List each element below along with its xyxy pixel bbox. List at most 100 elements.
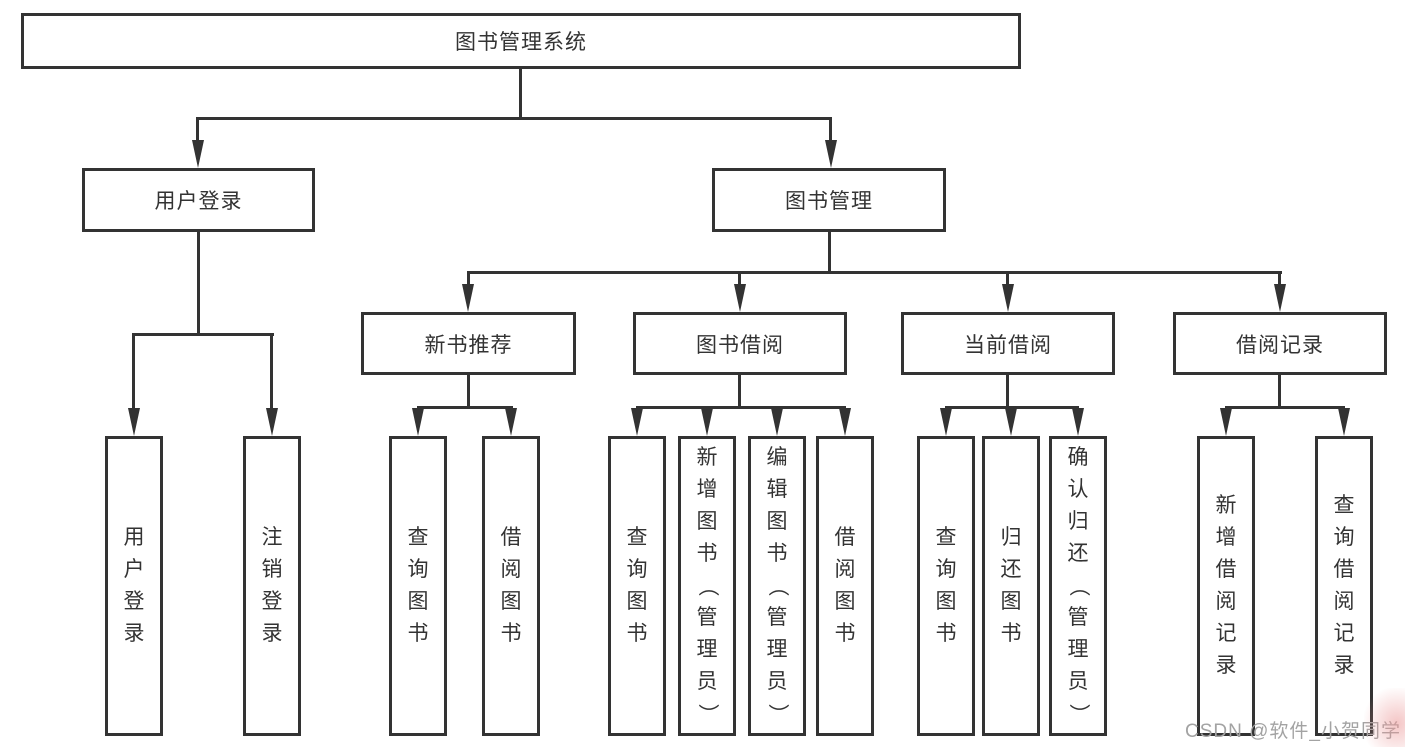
arrow-down-icon bbox=[825, 140, 837, 168]
arrow-down-icon bbox=[505, 408, 517, 436]
arrow-down-icon bbox=[734, 284, 746, 312]
leaf-label-char: 借 bbox=[834, 526, 856, 549]
leaf-label-char: 新 bbox=[696, 446, 718, 469]
connector-line bbox=[519, 69, 522, 118]
leaf-label-char: 查 bbox=[1333, 494, 1355, 517]
leaf-label-char: （ bbox=[696, 575, 719, 597]
connector-line bbox=[132, 333, 135, 409]
leaf-label-char: 管 bbox=[1067, 606, 1089, 629]
leaf-label-char: 员 bbox=[1067, 670, 1089, 693]
leaf-user-login: 用户登录 bbox=[105, 436, 163, 736]
leaf-label-char: 借 bbox=[1215, 558, 1237, 581]
leaf-query-books-current: 查询图书 bbox=[917, 436, 975, 736]
connector-line bbox=[1006, 271, 1009, 286]
leaf-label-char: 图 bbox=[834, 590, 856, 613]
node-new-book-recommend: 新书推荐 bbox=[361, 312, 576, 375]
leaf-label-char: 图 bbox=[766, 510, 788, 533]
connector-line bbox=[196, 117, 832, 120]
leaf-label-char: 查 bbox=[407, 526, 429, 549]
leaf-label-char: 理 bbox=[1067, 638, 1089, 661]
node-label: 图书管理 bbox=[785, 190, 873, 213]
leaf-label-char: 编 bbox=[766, 446, 788, 469]
connector-line bbox=[828, 232, 831, 272]
leaf-label-char: 书 bbox=[1000, 622, 1022, 645]
leaf-query-borrow-record: 查询借阅记录 bbox=[1315, 436, 1373, 736]
connector-line bbox=[196, 117, 199, 141]
node-label: 新书推荐 bbox=[424, 333, 513, 357]
leaf-label-char: 图 bbox=[626, 590, 648, 613]
leaf-label-char: 阅 bbox=[500, 558, 522, 581]
leaf-label-char: 记 bbox=[1215, 622, 1237, 645]
arrow-down-icon bbox=[462, 284, 474, 312]
leaf-label-char: （ bbox=[766, 575, 789, 597]
leaf-label-char: 管 bbox=[766, 606, 788, 629]
leaf-label-char: 书 bbox=[834, 622, 856, 645]
connector-line bbox=[738, 271, 741, 286]
leaf-label-char: 归 bbox=[1000, 526, 1022, 549]
leaf-label-char: 用 bbox=[123, 526, 145, 549]
leaf-add-borrow-record: 新增借阅记录 bbox=[1197, 436, 1255, 736]
arrow-down-icon bbox=[1072, 408, 1084, 436]
arrow-down-icon bbox=[412, 408, 424, 436]
leaf-label-char: 员 bbox=[766, 670, 788, 693]
connector-line bbox=[636, 406, 846, 409]
leaf-label-char: 管 bbox=[696, 606, 718, 629]
leaf-label-char: 记 bbox=[1333, 622, 1355, 645]
leaf-label-char: 增 bbox=[1215, 526, 1237, 549]
leaf-label-char: 书 bbox=[407, 622, 429, 645]
leaf-label-char: 阅 bbox=[1215, 590, 1237, 613]
leaf-confirm-return-admin: 确认归还（管理员） bbox=[1049, 436, 1107, 736]
node-label: 用户登录 bbox=[154, 190, 243, 213]
node-book-management: 图书管理 bbox=[712, 168, 946, 232]
leaf-label-char: 书 bbox=[935, 622, 957, 645]
leaf-label-char: 询 bbox=[1333, 526, 1355, 549]
leaf-label-char: 注 bbox=[261, 526, 283, 549]
node-label: 借阅记录 bbox=[1236, 333, 1324, 357]
connector-line bbox=[467, 271, 1282, 274]
arrow-down-icon bbox=[631, 408, 643, 436]
connector-line bbox=[738, 375, 741, 409]
leaf-borrow-books: 借阅图书 bbox=[816, 436, 874, 736]
leaf-label-char: 借 bbox=[1333, 558, 1355, 581]
arrow-down-icon bbox=[192, 140, 204, 168]
connector-line bbox=[1278, 375, 1281, 409]
leaf-label-char: ） bbox=[696, 703, 719, 725]
leaf-label-char: 录 bbox=[261, 622, 283, 645]
leaf-label-char: 询 bbox=[407, 558, 429, 581]
csdn-watermark: CSDN @软件_小贺同学 bbox=[1185, 721, 1401, 742]
arrow-down-icon bbox=[1005, 408, 1017, 436]
leaf-label-char: 还 bbox=[1000, 558, 1022, 581]
connector-line bbox=[270, 333, 273, 409]
connector-line bbox=[945, 406, 1079, 409]
leaf-label-char: 新 bbox=[1215, 494, 1237, 517]
node-label: 当前借阅 bbox=[964, 333, 1052, 357]
leaf-query-books-recommend: 查询图书 bbox=[389, 436, 447, 736]
arrow-down-icon bbox=[701, 408, 713, 436]
node-book-borrowing: 图书借阅 bbox=[633, 312, 847, 375]
leaf-label-char: 理 bbox=[696, 638, 718, 661]
arrow-down-icon bbox=[1338, 408, 1350, 436]
leaf-label-char: 图 bbox=[1000, 590, 1022, 613]
leaf-label-char: 阅 bbox=[834, 558, 856, 581]
leaf-label-char: 图 bbox=[500, 590, 522, 613]
leaf-label-char: （ bbox=[1067, 575, 1090, 597]
leaf-label-char: 登 bbox=[261, 590, 283, 613]
connector-line bbox=[1006, 375, 1009, 409]
arrow-down-icon bbox=[839, 408, 851, 436]
leaf-borrow-books-recommend: 借阅图书 bbox=[482, 436, 540, 736]
leaf-label-char: 查 bbox=[935, 526, 957, 549]
leaf-label-char: 辑 bbox=[766, 478, 788, 501]
connector-line bbox=[1225, 406, 1345, 409]
leaf-label-char: 图 bbox=[696, 510, 718, 533]
leaf-label-char: 录 bbox=[123, 622, 145, 645]
node-label: 图书借阅 bbox=[696, 333, 784, 357]
arrow-down-icon bbox=[771, 408, 783, 436]
arrow-down-icon bbox=[940, 408, 952, 436]
connector-line bbox=[1278, 271, 1281, 286]
leaf-label-char: 户 bbox=[123, 558, 145, 581]
leaf-label-char: 归 bbox=[1067, 510, 1089, 533]
arrow-down-icon bbox=[266, 408, 278, 436]
node-borrowing-records: 借阅记录 bbox=[1173, 312, 1387, 375]
leaf-label-char: 理 bbox=[766, 638, 788, 661]
